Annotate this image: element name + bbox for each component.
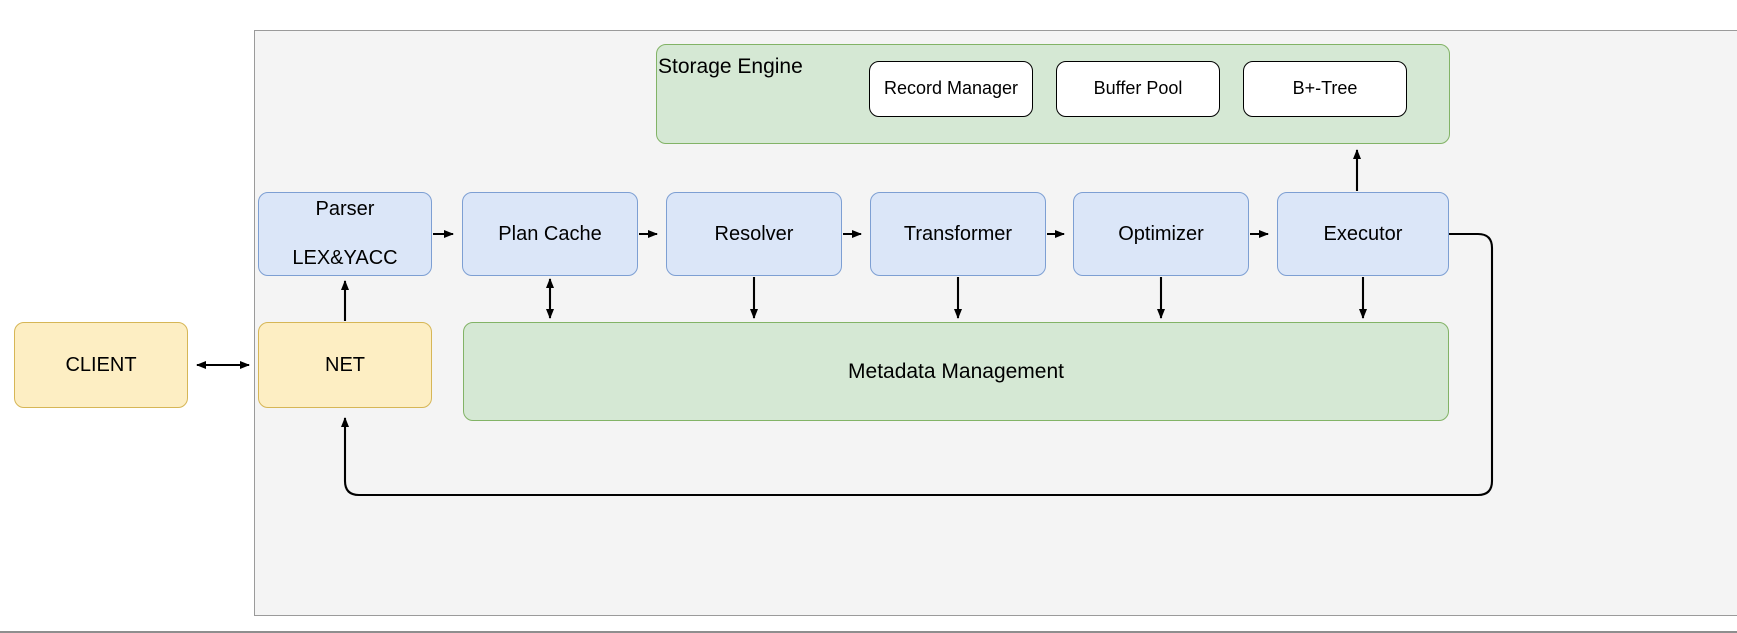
pipeline-node-resolver[interactable]: Resolver bbox=[666, 192, 842, 276]
storage-component-buffer-pool[interactable]: Buffer Pool bbox=[1056, 61, 1220, 117]
pipeline-node-parser-label: Parser LEX&YACC bbox=[292, 197, 397, 270]
pipeline-node-parser-label-line2: LEX&YACC bbox=[292, 247, 398, 270]
page-bottom-rule bbox=[0, 631, 1737, 633]
client-node[interactable]: CLIENT bbox=[14, 322, 188, 408]
pipeline-node-executor[interactable]: Executor bbox=[1277, 192, 1449, 276]
pipeline-node-transformer-label: Transformer bbox=[903, 222, 1013, 245]
net-node-label: NET bbox=[325, 353, 365, 376]
pipeline-node-optimizer-label: Optimizer bbox=[1118, 222, 1204, 245]
storage-component-b-plus-tree-label: B+-Tree bbox=[1292, 78, 1358, 99]
client-node-label: CLIENT bbox=[65, 353, 137, 376]
storage-engine-label: Storage Engine bbox=[658, 55, 803, 78]
pipeline-node-parser[interactable]: Parser LEX&YACC bbox=[258, 192, 432, 276]
storage-component-record-manager-label: Record Manager bbox=[883, 78, 1019, 99]
pipeline-node-transformer[interactable]: Transformer bbox=[870, 192, 1046, 276]
pipeline-node-optimizer[interactable]: Optimizer bbox=[1073, 192, 1249, 276]
pipeline-node-plan-cache[interactable]: Plan Cache bbox=[462, 192, 638, 276]
storage-component-record-manager[interactable]: Record Manager bbox=[869, 61, 1033, 117]
net-node[interactable]: NET bbox=[258, 322, 432, 408]
pipeline-node-parser-label-line1: Parser bbox=[315, 198, 375, 221]
pipeline-node-plan-cache-label: Plan Cache bbox=[498, 222, 602, 245]
storage-component-b-plus-tree[interactable]: B+-Tree bbox=[1243, 61, 1407, 117]
pipeline-node-executor-label: Executor bbox=[1323, 222, 1403, 245]
storage-component-buffer-pool-label: Buffer Pool bbox=[1093, 78, 1183, 99]
metadata-management-group: Metadata Management bbox=[463, 322, 1449, 421]
metadata-management-label: Metadata Management bbox=[848, 359, 1064, 383]
pipeline-node-resolver-label: Resolver bbox=[714, 222, 794, 245]
